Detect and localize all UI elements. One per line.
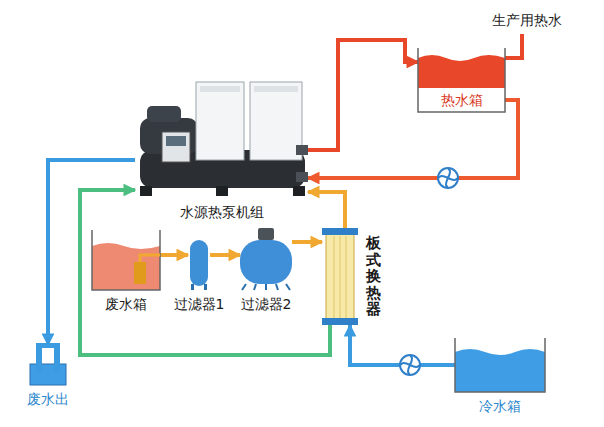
- hot-water-pipe: [505, 34, 522, 58]
- leg: [191, 284, 194, 290]
- node-label: 过滤器1: [174, 296, 225, 313]
- tank-wall: [418, 48, 505, 112]
- lift-pump: [134, 262, 146, 284]
- compressor-head: [147, 106, 181, 122]
- cold-water: [455, 349, 545, 392]
- plates: [334, 236, 346, 318]
- pump-pipe: [140, 255, 160, 262]
- pump-casing: [438, 168, 458, 188]
- cabinet: [250, 82, 302, 160]
- outlet-label: 生产用热水: [492, 12, 562, 29]
- node-label: 冷水箱: [479, 398, 521, 415]
- heat-pump-unit: [140, 82, 308, 196]
- leg: [204, 284, 207, 290]
- feed-pump: [400, 355, 420, 375]
- pipe-stub: [296, 145, 308, 155]
- node-label: 过滤器2: [241, 296, 292, 313]
- foot: [293, 186, 305, 196]
- control-panel: [162, 132, 190, 162]
- outlet-node: 废水出: [28, 345, 68, 385]
- node-label: 板式换热器: [366, 235, 381, 318]
- foot: [140, 186, 152, 196]
- tank-node: 热水箱: [418, 50, 505, 112]
- tank-node: 废水箱: [92, 232, 160, 290]
- unit-node: 水源热泵机组: [135, 75, 308, 198]
- node-label: 废水箱: [105, 296, 147, 313]
- plate-heat-exchanger: [322, 228, 358, 325]
- filter-body: [190, 240, 208, 286]
- water-pipe: [308, 40, 418, 150]
- water-pipe: [160, 253, 188, 257]
- pump-casing: [400, 355, 420, 375]
- pipe-stub: [296, 172, 308, 182]
- filter-2: [240, 228, 292, 290]
- waste-outlet: [30, 343, 66, 385]
- cabinet: [196, 82, 244, 160]
- node-label: 废水出: [27, 391, 69, 408]
- panel-screen: [166, 136, 186, 146]
- tank-wall: [92, 230, 160, 290]
- water-pipe: [80, 190, 330, 355]
- hot-water-tank: [418, 48, 505, 112]
- node-label: 热水箱: [441, 92, 483, 109]
- water-pipe: [292, 240, 322, 244]
- water-pipe: [308, 192, 345, 228]
- cabinet-trim: [200, 86, 240, 92]
- valve: [258, 228, 274, 240]
- legs: [242, 284, 290, 290]
- drain-pipe: [54, 345, 60, 373]
- filter-node: 过滤器1: [188, 237, 210, 290]
- waste-water: [92, 243, 160, 290]
- foot: [216, 186, 228, 196]
- cold-water-tank: [455, 338, 545, 392]
- pump-blades: [439, 169, 457, 187]
- drain-basin: [30, 364, 66, 385]
- exchanger-node: 板式换热器: [322, 228, 358, 325]
- cabinet-trim: [254, 86, 298, 92]
- water-pipe: [210, 253, 240, 257]
- tank-wall: [455, 338, 545, 392]
- drain-pipe: [36, 345, 42, 373]
- pump-blades: [401, 356, 419, 374]
- node-label: 水源热泵机组: [180, 204, 264, 221]
- filter-node: 过滤器2: [240, 228, 292, 290]
- hot-water: [418, 55, 505, 88]
- end-cap: [322, 318, 358, 325]
- plate-pack: [326, 234, 354, 320]
- filter-1: [190, 240, 208, 290]
- filter-body: [240, 240, 292, 284]
- tank-node: 冷水箱: [455, 340, 545, 392]
- end-cap: [322, 228, 358, 235]
- circulation-pump: [438, 168, 458, 188]
- waste-water-tank: [92, 230, 160, 290]
